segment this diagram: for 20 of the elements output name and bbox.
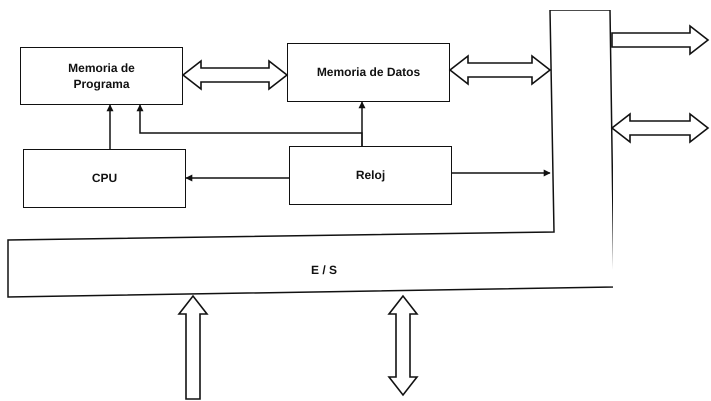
arrow	[136, 104, 363, 146]
node-label: Memoria de Programa	[67, 60, 136, 92]
node-label: Reloj	[356, 167, 386, 184]
io-block	[7, 10, 613, 298]
bus-arrow	[387, 294, 419, 396]
node-label: CPU	[92, 170, 118, 187]
bus-arrow	[177, 294, 209, 400]
bus-arrow	[182, 59, 288, 91]
bus-arrow	[448, 54, 552, 86]
process-box	[289, 146, 452, 205]
bus-arrow	[611, 24, 710, 56]
arrow	[452, 170, 551, 176]
node-label: E / S	[310, 262, 337, 278]
arrow	[106, 104, 114, 149]
bus-arrow	[610, 112, 710, 144]
arrow	[185, 174, 289, 182]
node-label: Memoria de Datos	[316, 64, 420, 81]
process-box	[23, 149, 186, 208]
process-box	[20, 47, 183, 105]
process-box	[287, 43, 450, 102]
